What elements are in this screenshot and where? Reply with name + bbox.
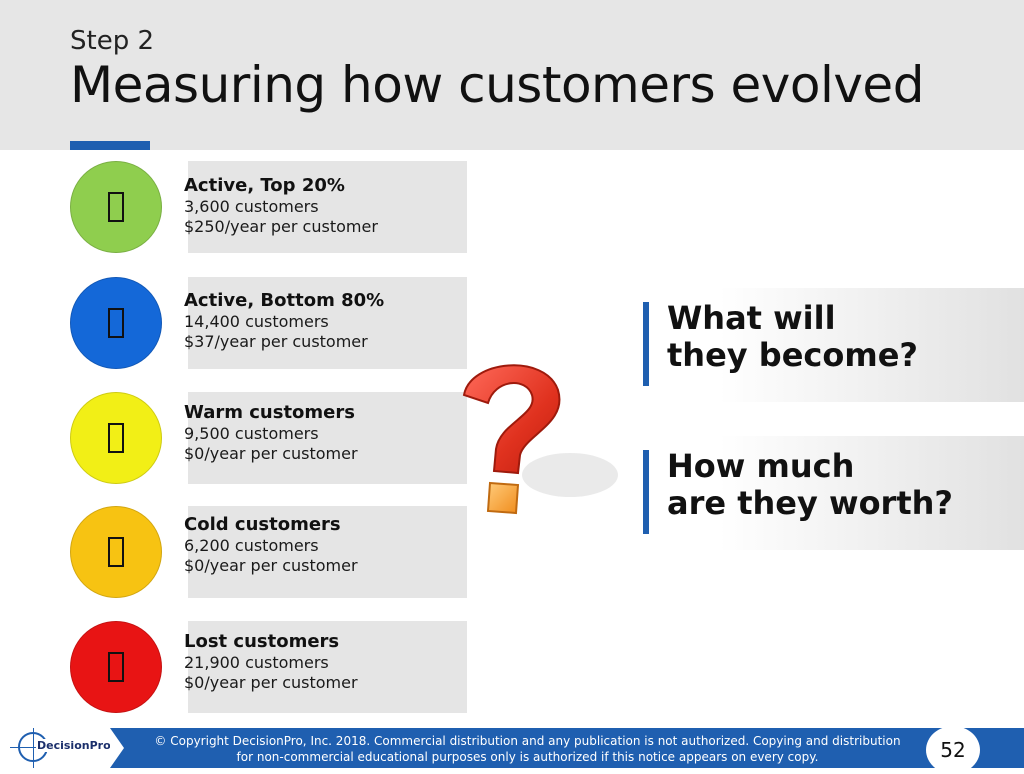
question-card-worth: How much are they worth?: [643, 436, 1024, 550]
question-accent-bar: [643, 450, 649, 534]
box-glyph-icon: [108, 652, 124, 682]
segment-name: Cold customers: [184, 514, 341, 535]
question-text: How much are they worth?: [667, 448, 953, 522]
segment-card: [188, 506, 467, 598]
segment-card: [188, 621, 467, 713]
segment-lost: [70, 621, 467, 713]
segment-value: $0/year per customer: [184, 556, 358, 575]
question-accent-bar: [643, 302, 649, 386]
segment-count: 14,400 customers: [184, 312, 329, 331]
question-mark-icon: [462, 364, 618, 515]
segment-active-bottom: [70, 277, 467, 369]
logo-arrow: [110, 728, 124, 768]
segment-cold: [70, 506, 467, 598]
logo-text: DecisionPro: [36, 739, 112, 752]
segment-value: $37/year per customer: [184, 332, 368, 351]
segment-circle: [70, 277, 162, 369]
title-accent-bar: [70, 141, 150, 150]
company-logo: DecisionPro: [0, 728, 112, 768]
segment-name: Active, Top 20%: [184, 175, 345, 196]
question-line: are they worth?: [667, 484, 953, 522]
segment-active-top: [70, 161, 467, 253]
copyright-notice: © Copyright DecisionPro, Inc. 2018. Comm…: [140, 733, 915, 765]
segment-name: Warm customers: [184, 402, 355, 423]
box-glyph-icon: [108, 537, 124, 567]
segment-name: Active, Bottom 80%: [184, 290, 385, 311]
segment-circle: [70, 621, 162, 713]
step-label: Step 2: [70, 26, 155, 56]
segment-value: $250/year per customer: [184, 217, 378, 236]
slide-footer: DecisionPro © Copyright DecisionPro, Inc…: [0, 726, 1024, 774]
segment-warm: [70, 392, 467, 484]
segment-value: $0/year per customer: [184, 444, 358, 463]
segment-count: 6,200 customers: [184, 536, 319, 555]
segment-count: 3,600 customers: [184, 197, 319, 216]
segment-circle: [70, 506, 162, 598]
slide-header: Step 2 Measuring how customers evolved: [0, 0, 1024, 150]
question-text: What will they become?: [667, 300, 918, 374]
page-number: 52: [926, 726, 980, 774]
segment-circle: [70, 161, 162, 253]
box-glyph-icon: [108, 308, 124, 338]
segment-card: [188, 161, 467, 253]
segment-text: Active, Bottom 80% 14,400 customers $37/…: [184, 290, 394, 352]
box-glyph-icon: [108, 192, 124, 222]
copyright-line: © Copyright DecisionPro, Inc. 2018. Comm…: [154, 734, 901, 748]
slide-title: Measuring how customers evolved: [70, 56, 924, 114]
question-card-become: What will they become?: [643, 288, 1024, 402]
segment-text: Lost customers 21,900 customers $0/year …: [184, 631, 394, 693]
segment-count: 9,500 customers: [184, 424, 319, 443]
segment-text: Cold customers 6,200 customers $0/year p…: [184, 514, 394, 576]
segment-value: $0/year per customer: [184, 673, 358, 692]
segment-name: Lost customers: [184, 631, 340, 652]
segment-circle: [70, 392, 162, 484]
segment-text: Active, Top 20% 3,600 customers $250/yea…: [184, 175, 394, 237]
segment-text: Warm customers 9,500 customers $0/year p…: [184, 402, 394, 464]
segment-count: 21,900 customers: [184, 653, 329, 672]
box-glyph-icon: [108, 423, 124, 453]
question-line: they become?: [667, 336, 918, 374]
segment-card: [188, 392, 467, 484]
question-line: What will: [667, 299, 836, 337]
copyright-line: for non-commercial educational purposes …: [236, 750, 819, 764]
question-line: How much: [667, 447, 855, 485]
segment-card: [188, 277, 467, 369]
